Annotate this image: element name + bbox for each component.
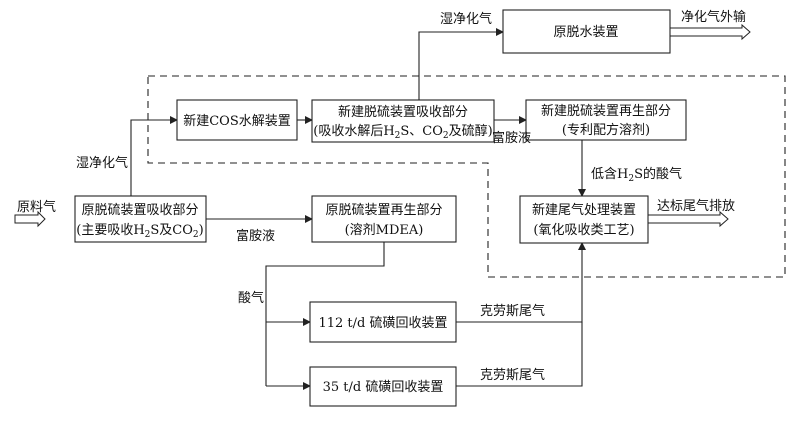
box-sru-35-label: 35 t/d 硫磺回收装置 — [323, 380, 444, 395]
box-orig-regen-line2: (溶剂MDEA) — [345, 223, 424, 238]
box-new-abs-line2: (吸收水解后H2S、CO2及硫醇) — [313, 123, 492, 141]
label-rich-amine-2: 富胺液 — [236, 228, 275, 244]
box-orig-abs-line2: (主要吸收H2S及CO2) — [76, 223, 203, 240]
box-orig-regen-line1: 原脱硫装置再生部分 — [325, 203, 442, 218]
label-claus-tail-2: 克劳斯尾气 — [480, 367, 545, 383]
box-new-regen-line1: 新建脱硫装置再生部分 — [541, 103, 671, 119]
box-orig-absorber: 原脱硫装置吸收部分 (主要吸收H2S及CO2) — [74, 195, 207, 243]
new-facilities-boundary — [147, 75, 786, 278]
box-cos-hydrolysis: 新建COS水解装置 — [176, 99, 298, 141]
box-sru-112: 112 t/d 硫磺回收装置 — [309, 301, 457, 343]
box-sru-35: 35 t/d 硫磺回收装置 — [309, 366, 457, 407]
line-new-abs-to-dewater — [418, 28, 504, 100]
box-new-abs-line1: 新建脱硫装置吸收部分 — [338, 104, 468, 120]
line-sru112-to-tail — [456, 242, 586, 323]
label-purified-gas-out: 净化气外输 — [681, 9, 746, 25]
label-acid-gas: 酸气 — [238, 290, 264, 306]
box-cos-label: 新建COS水解装置 — [183, 113, 291, 129]
line-sru35-to-tail — [456, 322, 583, 387]
box-new-absorber: 新建脱硫装置吸收部分 (吸收水解后H2S、CO2及硫醇) — [311, 99, 495, 143]
label-low-h2s-acid-gas: 低含H2S的酸气 — [591, 166, 682, 184]
label-tail-gas-out: 达标尾气排放 — [657, 198, 735, 214]
feed-gas-arrow — [14, 210, 46, 228]
label-claus-tail-1: 克劳斯尾气 — [480, 303, 545, 319]
line-orig-abs-to-cos — [130, 116, 178, 196]
box-sru-112-label: 112 t/d 硫磺回收装置 — [318, 316, 447, 331]
purified-gas-arrow — [669, 23, 751, 41]
box-tail-line1: 新建尾气处理装置 — [532, 202, 636, 218]
label-rich-amine-1: 富胺液 — [492, 130, 531, 146]
box-orig-abs-line1: 原脱硫装置吸收部分 — [81, 203, 198, 218]
box-new-regenerator: 新建脱硫装置再生部分 (专利配方溶剂) — [525, 99, 687, 141]
tail-gas-arrow — [647, 210, 729, 228]
label-wet-gas-left: 湿净化气 — [76, 155, 128, 171]
box-tail-line2: (氧化吸收类工艺) — [533, 223, 634, 238]
box-tail-gas-treatment: 新建尾气处理装置 (氧化吸收类工艺) — [519, 195, 649, 244]
box-orig-dewater-label: 原脱水装置 — [553, 25, 618, 40]
box-orig-regenerator: 原脱硫装置再生部分 (溶剂MDEA) — [311, 195, 457, 243]
box-orig-dewater: 原脱水装置 — [502, 9, 671, 54]
label-feed-gas: 原料气 — [17, 199, 56, 215]
box-new-regen-line2: (专利配方溶剂) — [562, 122, 650, 138]
line-acid-gas-manifold — [265, 242, 385, 386]
label-wet-gas-top: 湿净化气 — [440, 11, 492, 27]
